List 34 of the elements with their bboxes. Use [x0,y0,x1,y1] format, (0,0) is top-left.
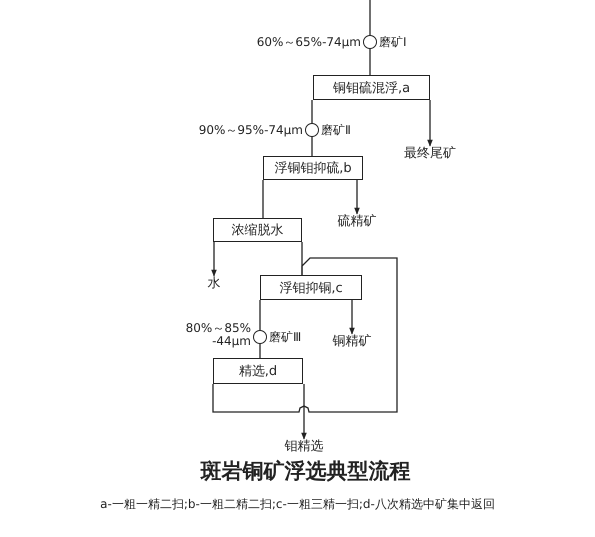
flow-line [369,0,371,35]
product-label: 最终尾矿 [404,146,456,161]
process-box: 浮钼抑铜,c [260,275,362,300]
grind-size-label: 90%～95%-74μm [198,124,303,137]
flow-line [427,100,433,147]
grinding-circle [253,330,267,344]
product-label: 水 [208,276,220,291]
process-box: 铜钼硫混浮,a [313,75,430,100]
flow-line [262,180,264,218]
flow-line [301,384,307,440]
grinding-circle [305,123,319,137]
flow-line [354,180,360,215]
flow-line [311,137,313,156]
process-box: 精选,d [213,358,303,384]
grinding-circle [363,35,377,49]
flow-line [211,242,217,277]
product-label: 硫精矿 [338,214,376,229]
process-box: 浮铜钼抑硫,b [263,156,363,180]
grind-size-label: 60%～65%-74μm [256,36,361,49]
process-box: 浓缩脱水 [213,218,302,242]
flow-line [212,257,398,413]
flow-line [259,344,261,358]
product-label: 钼精选 [284,439,324,454]
grinding-label: 磨矿Ⅱ [321,124,351,137]
product-label: 铜精矿 [332,334,372,349]
diagram-title: 斑岩铜矿浮选典型流程 [199,459,410,483]
flow-line [311,100,313,123]
flow-line [349,300,355,335]
flow-line [259,300,261,330]
diagram-caption: a-一粗一精二扫;b-一粗二精二扫;c-一粗三精一扫;d-八次精选中矿集中返回 [100,497,495,511]
grinding-label: 磨矿Ⅰ [379,36,407,49]
flow-line [369,49,371,75]
grinding-label: 磨矿Ⅲ [269,331,302,344]
grind-size-label: 80%～85% -44μm [184,322,251,348]
